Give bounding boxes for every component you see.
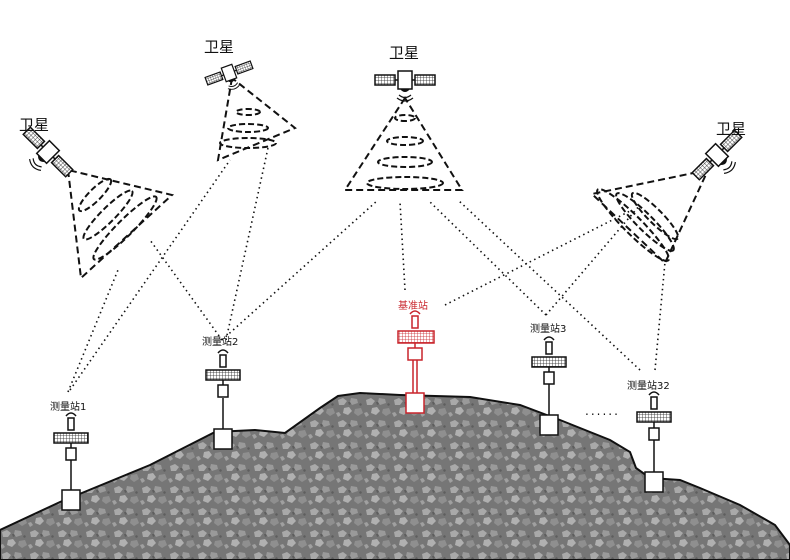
cone-sat4 <box>589 168 710 265</box>
signal-rings <box>77 108 680 262</box>
base-station-icon <box>397 310 435 414</box>
mountain-terrain <box>0 391 790 560</box>
station-32-icon <box>636 391 672 493</box>
station-3-icon <box>531 336 567 436</box>
satellite-icon <box>22 126 74 178</box>
satellite-label: 卫星 <box>389 44 420 62</box>
satellite-icon <box>204 60 254 90</box>
ellipsis-label: ...... <box>585 404 620 418</box>
satellite-label: 卫星 <box>204 38 235 56</box>
satellite-label: 卫星 <box>19 116 50 134</box>
satellite-label: 卫星 <box>716 120 747 138</box>
station-1-icon <box>53 412 89 511</box>
cone-sat2 <box>216 76 297 162</box>
station-2-icon <box>205 349 241 450</box>
base-station-label: 基准站 <box>398 301 428 312</box>
signal-links <box>67 147 666 393</box>
station-1-label: 测量站1 <box>50 402 87 413</box>
cone-sat1 <box>66 168 175 281</box>
satellite-icon <box>691 129 743 181</box>
satellite-icon <box>374 70 436 102</box>
cone-sat3 <box>343 96 464 191</box>
station-2-label: 测量站2 <box>202 337 239 348</box>
station-3-label: 测量站3 <box>530 324 567 335</box>
station-32-label: 测量站32 <box>627 381 670 392</box>
